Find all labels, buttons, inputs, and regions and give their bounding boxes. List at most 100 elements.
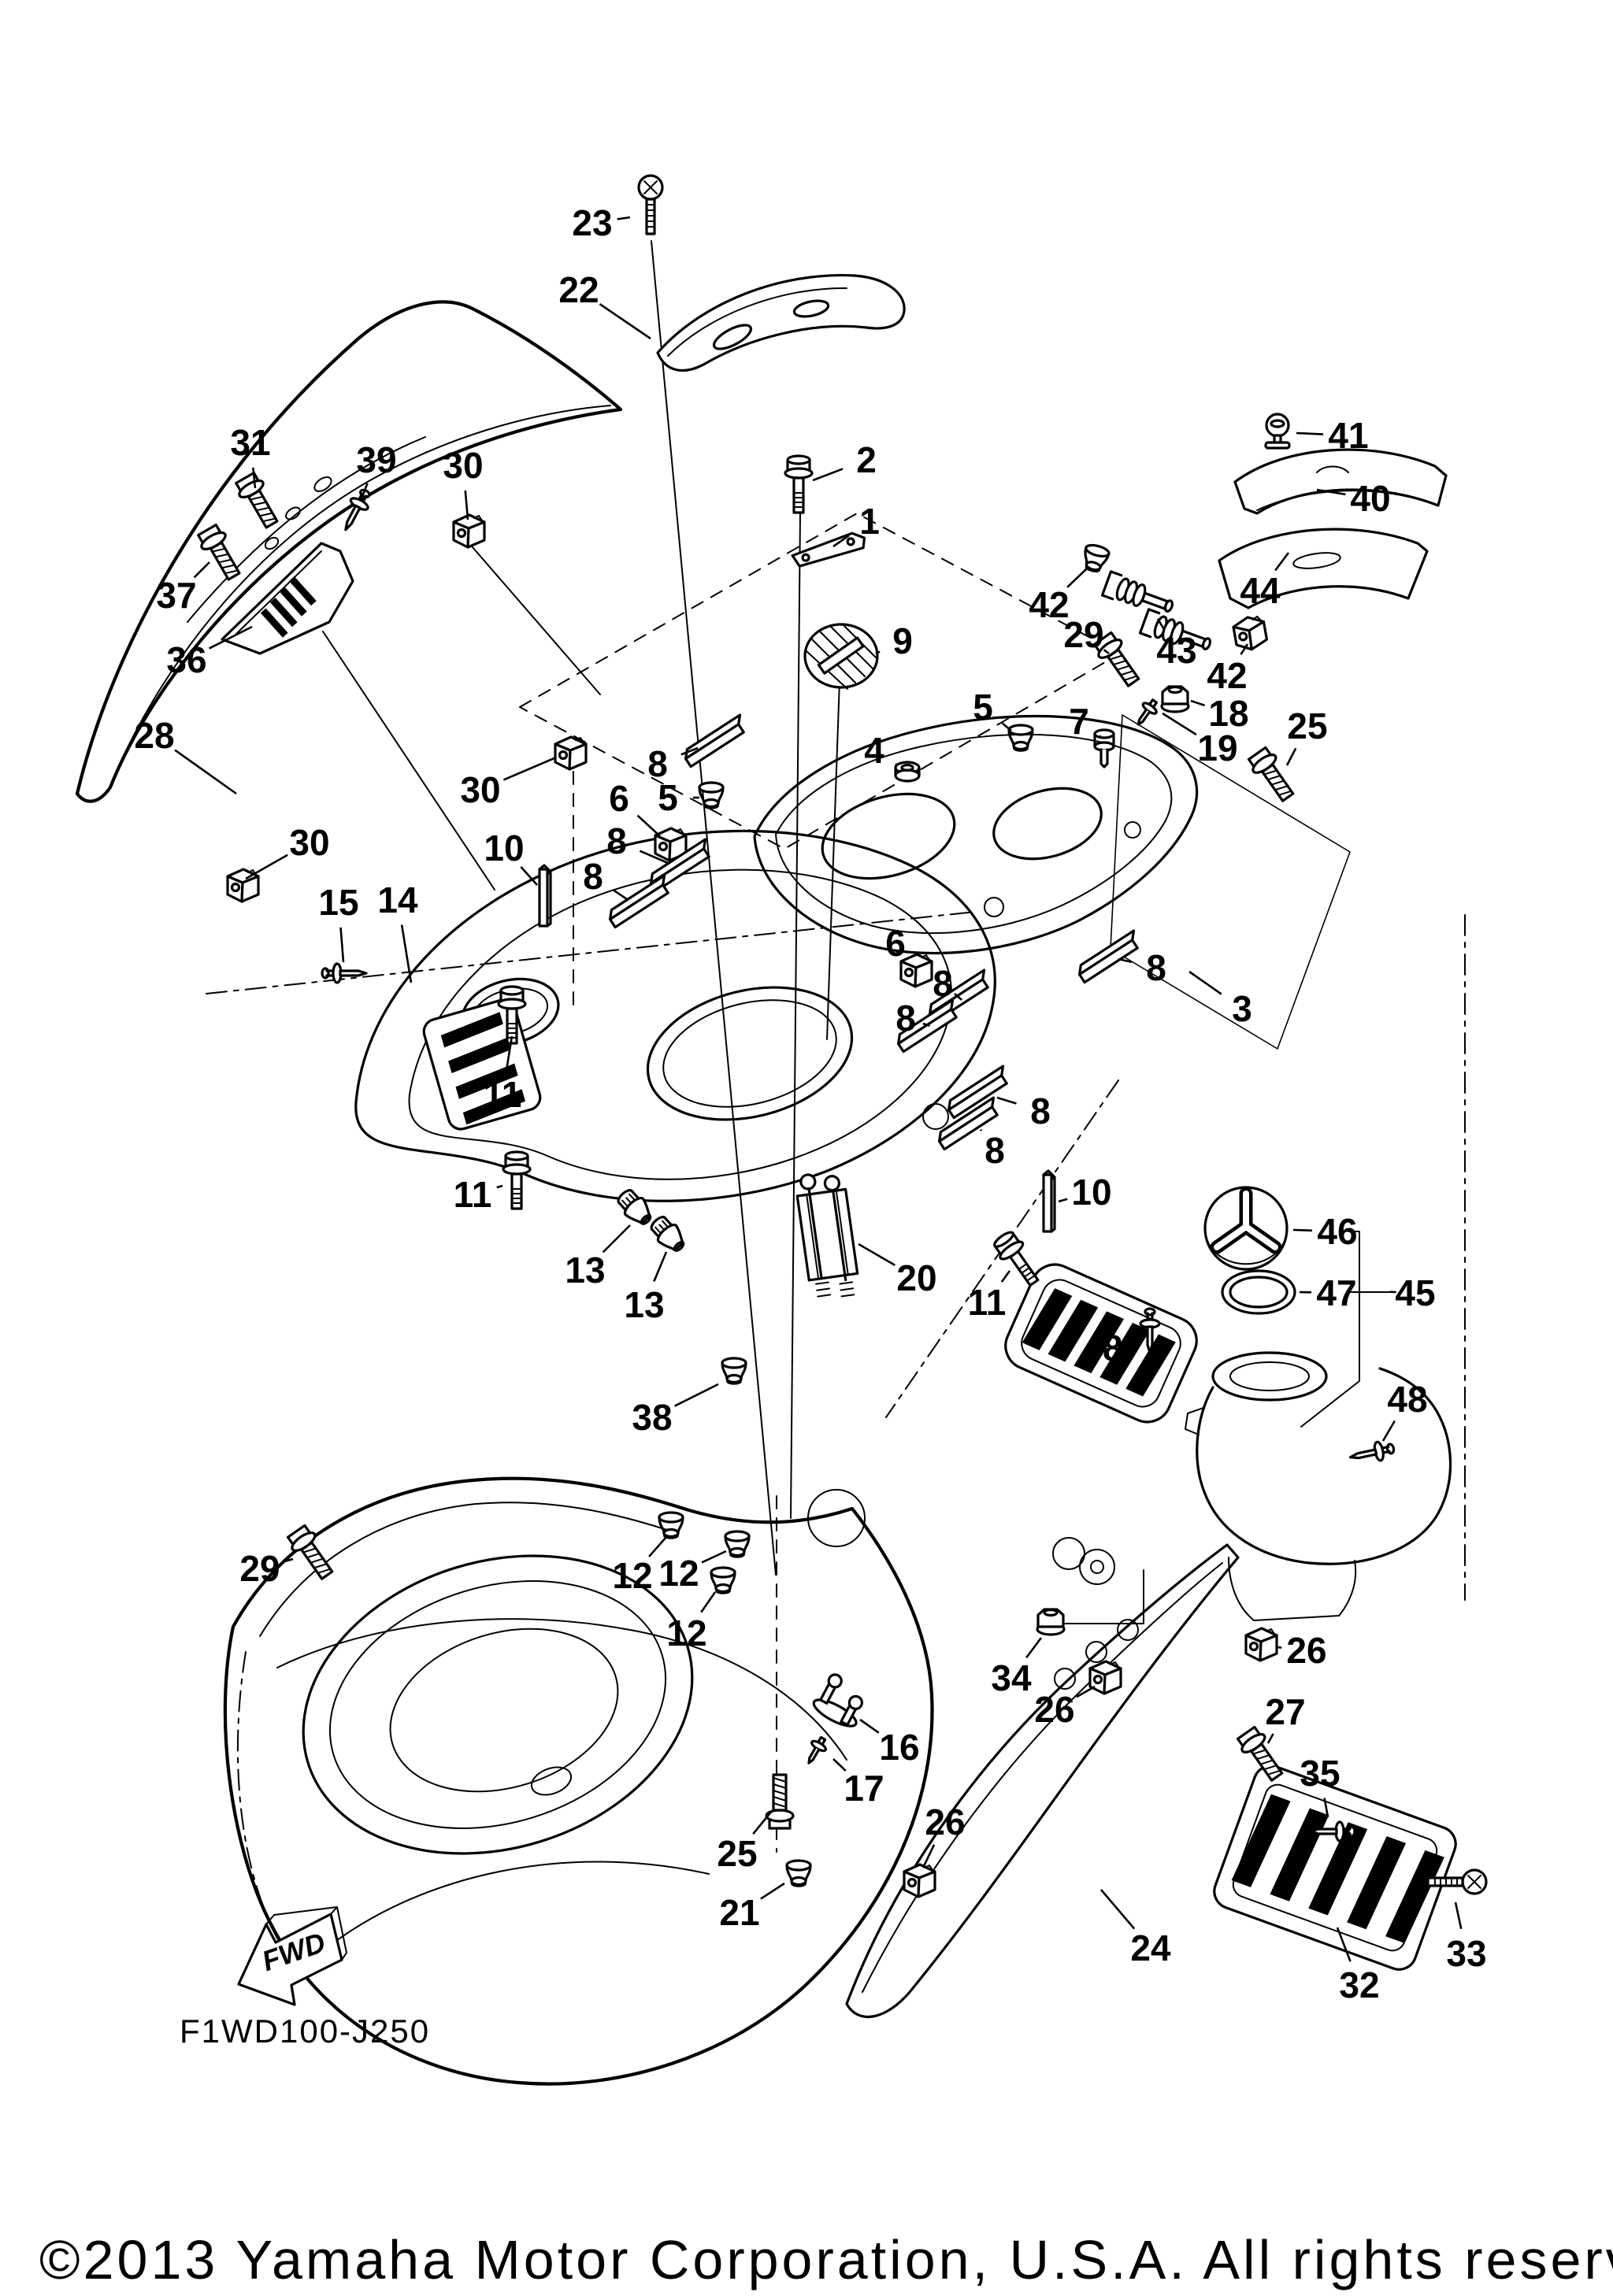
callout-41[interactable]: 41 — [1328, 415, 1368, 456]
callout-43[interactable]: 43 — [1156, 630, 1196, 671]
callout-8[interactable]: 8 — [583, 856, 603, 897]
callout-5[interactable]: 5 — [973, 687, 993, 728]
callout-35[interactable]: 35 — [1300, 1753, 1340, 1794]
callout-21[interactable]: 21 — [719, 1892, 759, 1933]
callout-36[interactable]: 36 — [166, 639, 206, 680]
leader-line-11 — [496, 1184, 503, 1189]
callout-1[interactable]: 1 — [859, 501, 880, 542]
callout-26[interactable]: 26 — [1286, 1630, 1326, 1671]
side-panel-bump — [1117, 1619, 1139, 1641]
hull-phantom-line — [236, 1651, 278, 1939]
callout-6[interactable]: 6 — [609, 778, 629, 819]
callout-26[interactable]: 26 — [1034, 1689, 1074, 1730]
callout-11[interactable]: 11 — [968, 1282, 1007, 1323]
axis-line-screw23 — [651, 240, 777, 1576]
callout-42[interactable]: 42 — [1029, 584, 1069, 625]
callout-10[interactable]: 10 — [1071, 1172, 1111, 1213]
callout-8[interactable]: 8 — [933, 963, 953, 1004]
callout-8[interactable]: 8 — [606, 820, 627, 861]
callout-26[interactable]: 26 — [925, 1802, 965, 1842]
callout-9[interactable]: 9 — [892, 620, 913, 661]
leader-line-30 — [245, 854, 288, 880]
side-panel-bump — [1085, 1641, 1107, 1663]
callout-29[interactable]: 29 — [239, 1548, 280, 1589]
strip-icon — [605, 874, 675, 929]
callout-48[interactable]: 48 — [1082, 1328, 1122, 1368]
callout-11[interactable]: 11 — [484, 1074, 522, 1115]
callout-30[interactable]: 30 — [443, 445, 483, 486]
callout-45[interactable]: 45 — [1395, 1272, 1435, 1313]
side-panel-bump — [1054, 1668, 1076, 1690]
callout-17[interactable]: 17 — [844, 1768, 884, 1809]
hatch-ring-inner — [389, 1628, 619, 1793]
leader-line-28 — [174, 749, 237, 795]
leader-line-27 — [1266, 1733, 1274, 1744]
hull-inner-line — [259, 1502, 670, 1637]
callout-31[interactable]: 31 — [230, 422, 270, 463]
callout-10[interactable]: 10 — [484, 828, 524, 868]
hull-outline — [223, 1476, 934, 2086]
callout-25[interactable]: 25 — [1287, 705, 1327, 746]
callout-23[interactable]: 23 — [572, 202, 612, 243]
callout-37[interactable]: 37 — [156, 575, 196, 616]
callout-28[interactable]: 28 — [134, 715, 174, 756]
cap9-icon — [803, 623, 879, 691]
callout-24[interactable]: 24 — [1130, 1928, 1171, 1968]
leader-line-25 — [1285, 747, 1297, 766]
wellnut-icon — [645, 1211, 692, 1258]
nut-icon — [1036, 1608, 1066, 1636]
diagram-linework — [75, 240, 1466, 2086]
pin-sq-icon — [538, 864, 552, 928]
callout-47[interactable]: 47 — [1316, 1272, 1356, 1313]
deck-step-pad — [1004, 1263, 1198, 1424]
callout-34[interactable]: 34 — [991, 1657, 1032, 1698]
callout-30[interactable]: 30 — [289, 822, 329, 863]
leader-line-29 — [1103, 649, 1110, 655]
callout-3[interactable]: 3 — [1232, 988, 1252, 1029]
callout-48[interactable]: 48 — [1387, 1379, 1427, 1420]
callout-39[interactable]: 39 — [356, 439, 396, 480]
callout-14[interactable]: 14 — [377, 880, 418, 920]
callout-18[interactable]: 18 — [1208, 693, 1248, 734]
callout-7[interactable]: 7 — [1069, 701, 1089, 742]
leader-bend-34 — [1064, 1569, 1144, 1624]
callout-12[interactable]: 12 — [612, 1555, 652, 1596]
callout-15[interactable]: 15 — [318, 882, 358, 923]
callout-8[interactable]: 8 — [1146, 947, 1166, 988]
callout-38[interactable]: 38 — [632, 1397, 672, 1438]
callout-13[interactable]: 13 — [624, 1284, 664, 1325]
callout-22[interactable]: 22 — [558, 269, 599, 310]
callout-8[interactable]: 8 — [984, 1130, 1005, 1171]
callout-29[interactable]: 29 — [1063, 614, 1103, 655]
leader-line-14 — [400, 924, 413, 983]
hood-hole — [264, 536, 280, 550]
callout-25[interactable]: 25 — [717, 1833, 757, 1874]
callout-8[interactable]: 8 — [895, 998, 916, 1039]
callout-4[interactable]: 4 — [864, 730, 884, 771]
callout-44[interactable]: 44 — [1240, 570, 1281, 611]
callout-13[interactable]: 13 — [565, 1250, 605, 1291]
callout-16[interactable]: 16 — [879, 1727, 919, 1768]
callout-42[interactable]: 42 — [1207, 655, 1247, 696]
callout-20[interactable]: 20 — [896, 1257, 936, 1298]
callout-11[interactable]: 11 — [454, 1174, 492, 1215]
flange-screw-icon — [1244, 744, 1300, 806]
phantom-line — [206, 911, 976, 994]
leader-line-8 — [996, 1096, 1017, 1105]
tank-base — [1228, 1557, 1357, 1621]
callout-30[interactable]: 30 — [460, 769, 500, 810]
callout-40[interactable]: 40 — [1350, 478, 1390, 519]
callout-46[interactable]: 46 — [1317, 1211, 1357, 1252]
callout-33[interactable]: 33 — [1446, 1933, 1486, 1974]
callout-19[interactable]: 19 — [1197, 728, 1237, 768]
callout-2[interactable]: 2 — [856, 439, 877, 480]
callout-5[interactable]: 5 — [658, 777, 678, 818]
callout-8[interactable]: 8 — [1030, 1091, 1051, 1131]
leader-line-48 — [1381, 1420, 1396, 1442]
callout-32[interactable]: 32 — [1339, 1965, 1379, 2005]
callout-12[interactable]: 12 — [658, 1553, 699, 1594]
callout-8[interactable]: 8 — [647, 743, 668, 784]
callout-27[interactable]: 27 — [1265, 1691, 1305, 1732]
callout-6[interactable]: 6 — [885, 923, 906, 964]
callout-12[interactable]: 12 — [666, 1613, 706, 1653]
